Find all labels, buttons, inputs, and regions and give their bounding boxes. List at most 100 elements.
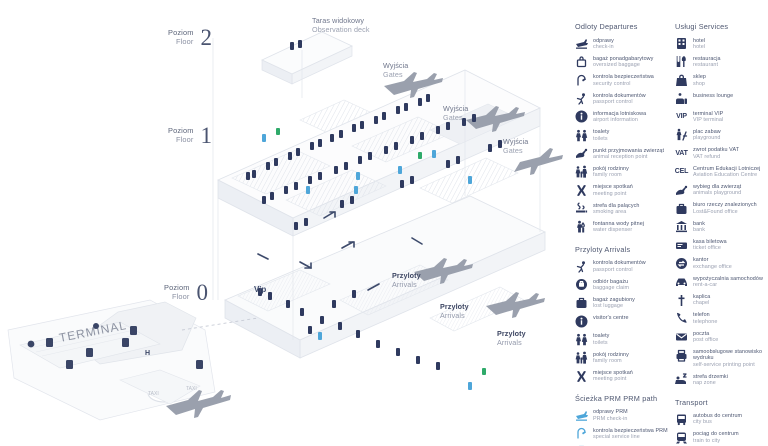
security-control-icon [575, 74, 588, 87]
legend-item-label-pl: samoobsługowe stanowisko wydruku [693, 349, 763, 362]
legend-item[interactable]: visitor's centre [575, 315, 671, 328]
legend-item-label-en: family room [593, 358, 622, 365]
gates-lower-pl: Wyjścia [503, 137, 529, 146]
legend-item-label-pl: terminal VIP [693, 110, 724, 117]
legend-item[interactable]: business lounge [675, 92, 768, 105]
legend-item-label-en: Lost&Found office [693, 208, 738, 215]
floor-1-en: Floor [175, 134, 194, 144]
floor-label-2: Poziom Floor 2 [168, 26, 212, 49]
floor-2-plate [261, 31, 353, 85]
legend-item-label-pl: odbiór bagażu [593, 278, 629, 285]
arrivals-upper-pl: Przyloty [392, 271, 421, 280]
printing-point-icon [675, 349, 688, 362]
legend-item-label-pl: zwrot podatku VAT [693, 147, 740, 154]
callout-observation-deck: Taras widokowy Observation deck [312, 16, 370, 34]
post-office-icon [675, 330, 688, 343]
svg-text:H: H [145, 350, 150, 357]
legend-item-label-en: chapel [693, 300, 710, 307]
floor-1-pl: Poziom [168, 125, 194, 135]
legend-item-label-pl: wybieg dla zwierząt [693, 184, 742, 190]
arrivals-middle-en: Arrivals [440, 310, 465, 320]
oversized-baggage-icon [575, 55, 588, 68]
legend-item-label-en: passport control [593, 266, 633, 273]
legend-item-label-pl: biuro rzeczy znalezionych [693, 202, 757, 209]
svg-text:TAXI: TAXI [186, 386, 197, 392]
legend-section-title-arrivals: Przyloty Arrivals [575, 244, 631, 254]
legend-section-title-services: Usługi Services [675, 22, 729, 31]
legend-item-label-pl: bagaż zagubiony [593, 296, 635, 303]
vat-refund-icon: VAT [675, 149, 688, 157]
legend-item-label-en: post office [693, 337, 719, 344]
legend-item-label-pl: kasa biletowa [693, 239, 727, 246]
gates-middle-pl: Wyjścia [443, 104, 469, 113]
legend-item-label-en: oversized baggage [593, 62, 640, 69]
nap-zone-icon [675, 373, 688, 386]
legend-item-label-en: PRM check-in [593, 415, 628, 422]
animal-reception-icon [575, 147, 588, 160]
callout-gates-middle: Wyjścia Gates [443, 104, 469, 122]
floor-1-number: 1 [200, 123, 213, 148]
legend-item-label-en: meeting point [593, 376, 627, 383]
legend-item-label-en: train to city [693, 437, 721, 444]
svg-text:TAXI: TAXI [148, 391, 159, 397]
smoking-area-icon [575, 202, 588, 215]
legend-item-label-pl: Centrum Edukacji Lotniczej [693, 165, 761, 172]
legend-item-label-en: smoking area [593, 208, 627, 215]
legend-item-label-en: city bus [693, 419, 712, 426]
meeting-point-icon [575, 184, 588, 197]
legend-item-label-pl: autobus do centrum [693, 413, 743, 420]
family-room-icon [575, 165, 588, 179]
